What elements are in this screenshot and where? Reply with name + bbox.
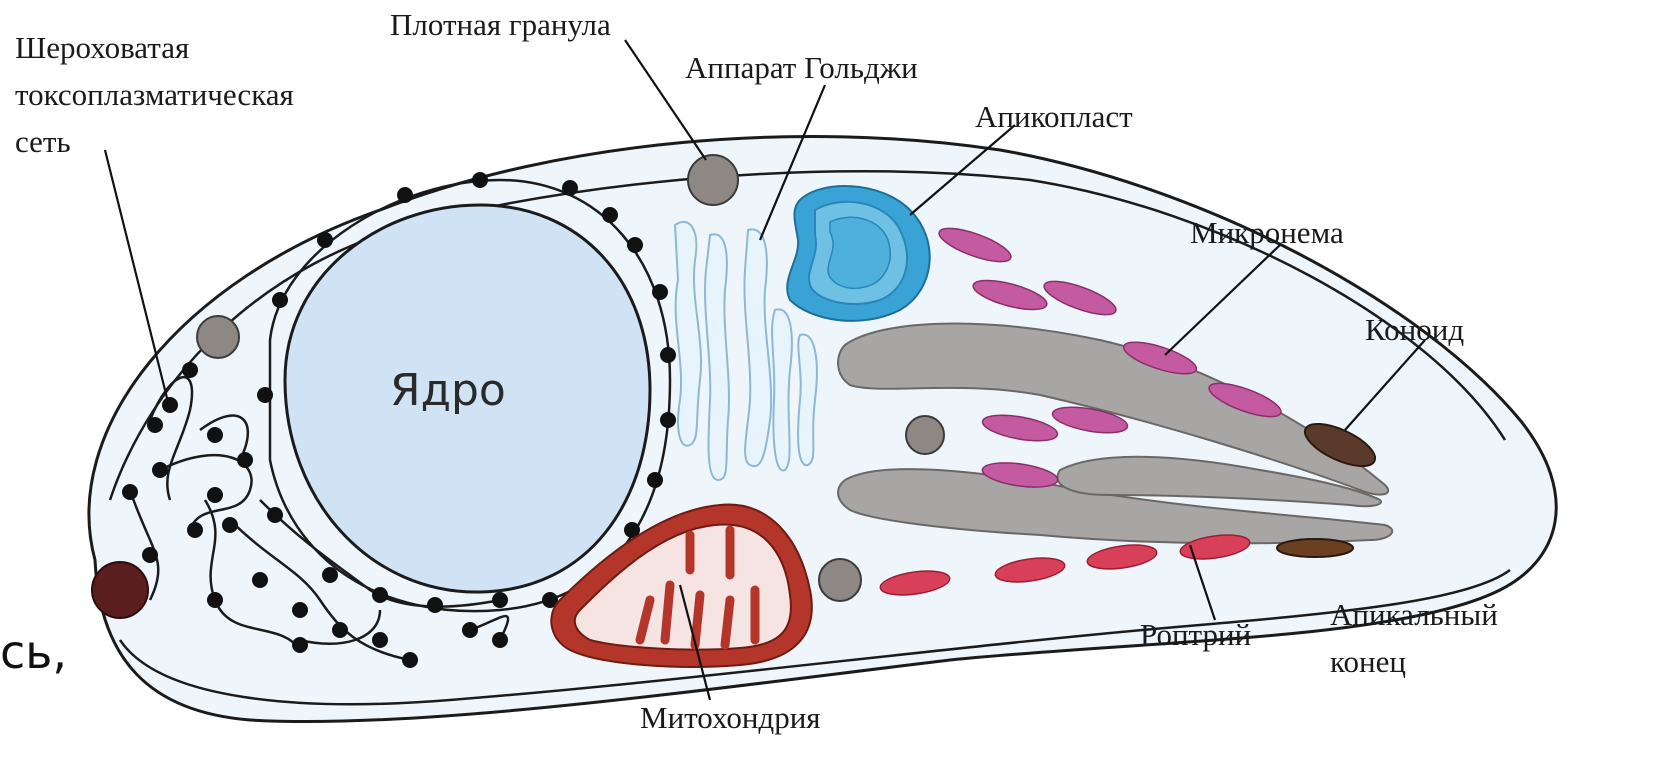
dense-granule-left <box>197 316 239 358</box>
dense-granule-mid <box>906 416 944 454</box>
apical-body <box>1277 539 1353 557</box>
label-rough-er-1: Шероховатая <box>15 30 189 65</box>
label-rough-er-2: токсоплазматическая <box>15 77 294 112</box>
nucleus-label: Ядро <box>390 365 506 416</box>
label-apicoplast: Апикопласт <box>975 99 1133 134</box>
dense-granule-low <box>819 559 861 601</box>
label-rhoptry: Роптрий <box>1140 617 1251 652</box>
label-dense-granule: Плотная гранула <box>390 7 611 42</box>
label-mitochondrion: Митохондрия <box>640 700 821 735</box>
dark-granule <box>92 562 148 618</box>
label-golgi: Аппарат Гольджи <box>685 50 918 85</box>
label-micronema: Микронема <box>1190 215 1344 250</box>
label-rough-er-3: сеть <box>15 124 71 159</box>
dense-granule <box>688 155 738 205</box>
label-apical-end-1: Апикальный <box>1330 597 1498 632</box>
cut-text-left: сь, <box>0 625 67 679</box>
label-conoid: Коноид <box>1365 312 1464 347</box>
label-apical-end-2: конец <box>1330 644 1406 679</box>
